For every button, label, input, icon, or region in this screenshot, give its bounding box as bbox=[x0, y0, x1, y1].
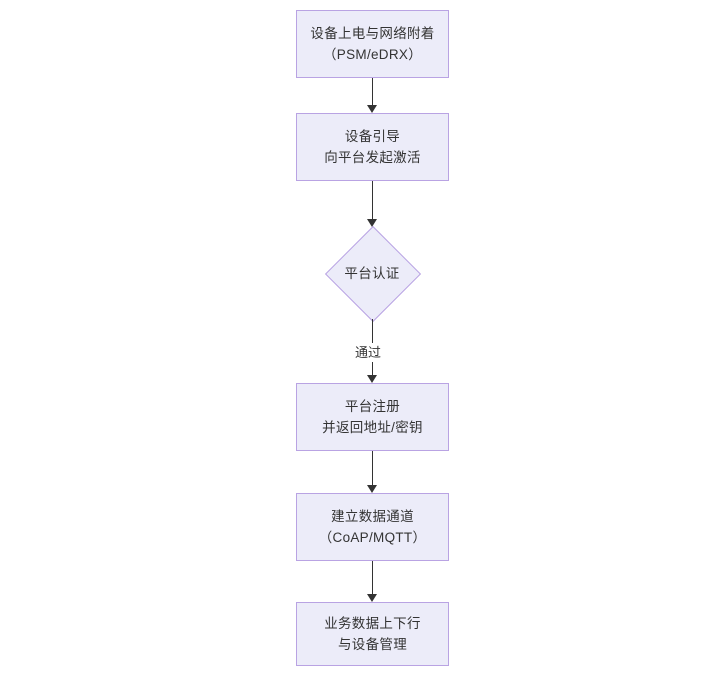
arrowhead-auth-to-register bbox=[367, 375, 377, 383]
flow-node-auth-label: 平台认证 bbox=[344, 265, 400, 281]
connector-register-to-channel bbox=[372, 451, 374, 485]
flow-node-platform-register[interactable]: 平台注册 并返回地址/密钥 bbox=[296, 383, 449, 451]
connector-power-to-boot bbox=[372, 78, 374, 105]
flow-node-business-line-2: 与设备管理 bbox=[338, 637, 407, 652]
flow-node-boot-line-2: 向平台发起激活 bbox=[324, 150, 421, 165]
flow-node-boot-line-1: 设备引导 bbox=[344, 129, 401, 144]
flow-node-register-line-1: 平台注册 bbox=[344, 399, 401, 414]
arrowhead-register-to-channel bbox=[367, 485, 377, 493]
flow-node-channel-line-1: 建立数据通道 bbox=[331, 509, 414, 524]
flow-node-platform-auth-decision[interactable]: 平台认证 bbox=[324, 225, 422, 323]
flow-node-power-line-1: 设备上电与网络附着 bbox=[310, 26, 435, 41]
flow-node-device-power-on[interactable]: 设备上电与网络附着 （PSM/eDRX） bbox=[296, 10, 449, 78]
connector-boot-to-auth bbox=[372, 181, 374, 219]
arrowhead-power-to-boot bbox=[367, 105, 377, 113]
edge-label-pass: 通过 bbox=[352, 343, 385, 362]
flow-node-device-bootstrap[interactable]: 设备引导 向平台发起激活 bbox=[296, 113, 449, 181]
flow-node-register-line-2: 并返回地址/密钥 bbox=[322, 420, 423, 435]
flow-node-establish-data-channel[interactable]: 建立数据通道 （CoAP/MQTT） bbox=[296, 493, 449, 561]
flow-node-business-line-1: 业务数据上下行 bbox=[324, 616, 421, 631]
flow-node-power-line-2: （PSM/eDRX） bbox=[322, 47, 423, 62]
arrowhead-channel-to-business bbox=[367, 594, 377, 602]
flow-node-channel-line-2: （CoAP/MQTT） bbox=[318, 530, 427, 545]
flow-node-business-data-and-device-management[interactable]: 业务数据上下行 与设备管理 bbox=[296, 602, 449, 666]
connector-channel-to-business bbox=[372, 561, 374, 594]
arrowhead-boot-to-auth bbox=[367, 219, 377, 227]
